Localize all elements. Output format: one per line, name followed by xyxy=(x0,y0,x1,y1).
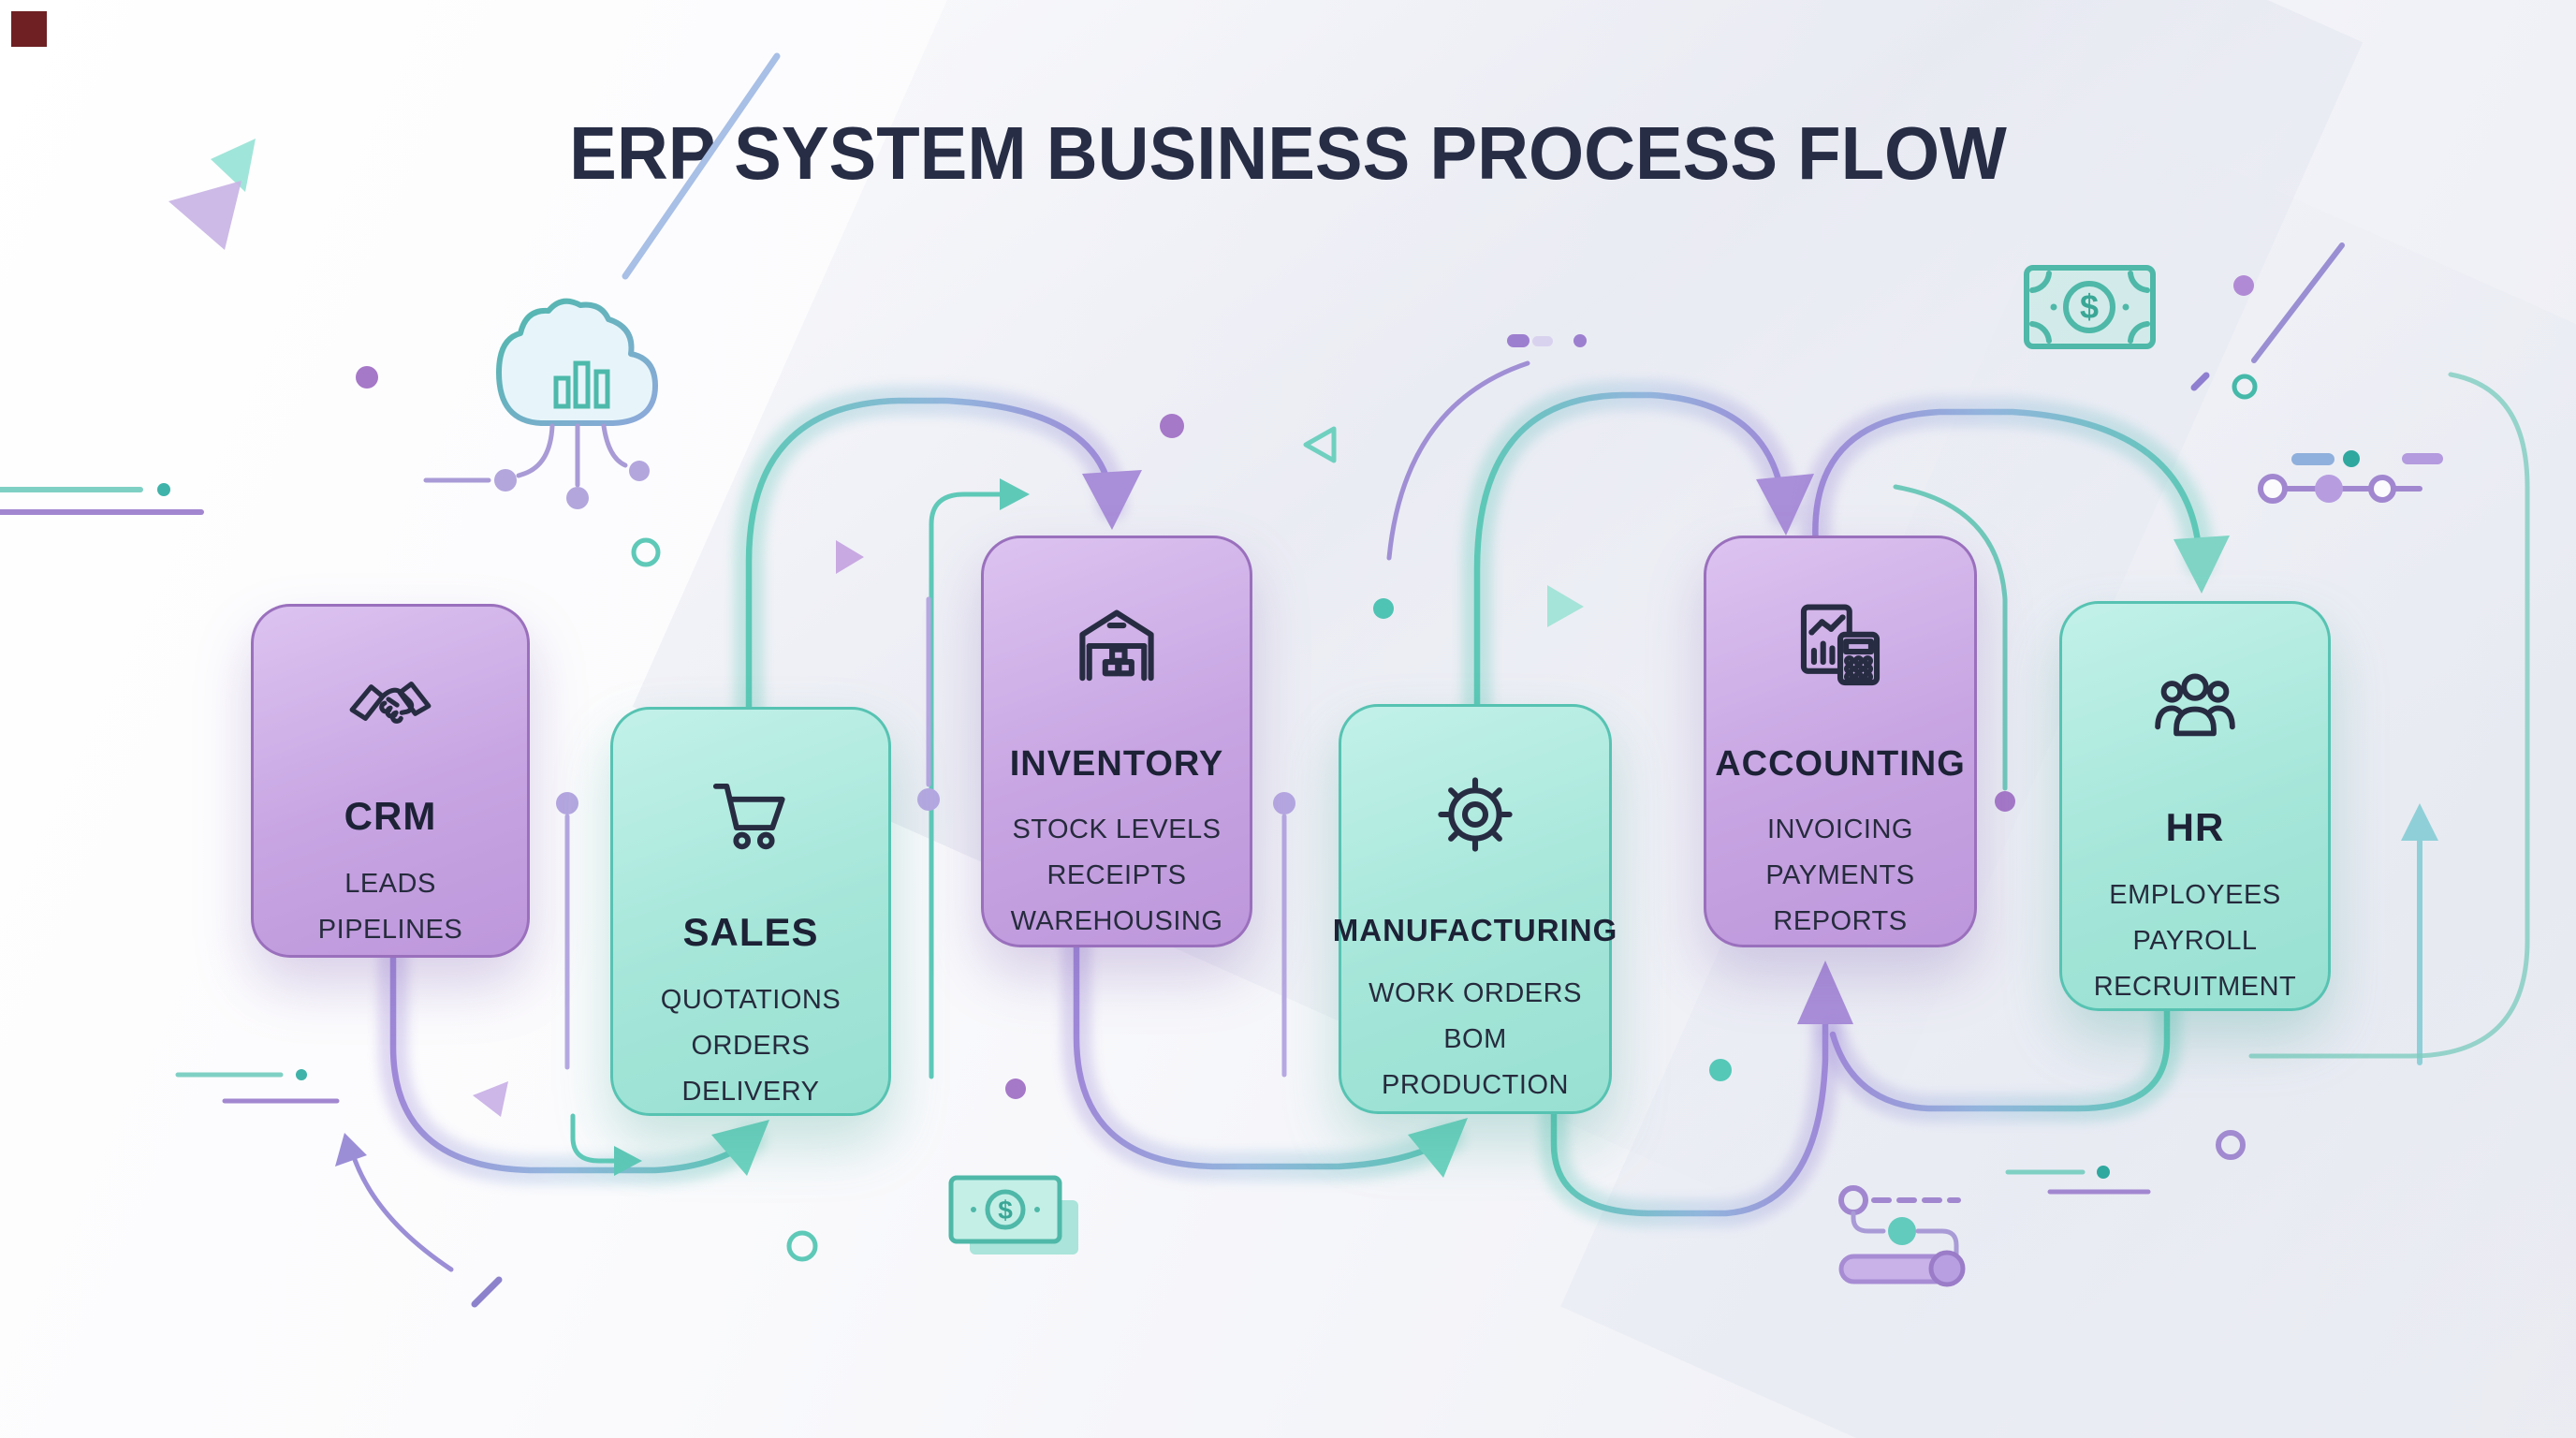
card-sales: SALES QUOTATIONS ORDERS DELIVERY xyxy=(610,707,891,1116)
card-item: REPORTS xyxy=(1773,905,1908,936)
dollar-symbol: $ xyxy=(998,1196,1013,1225)
timeline-widget xyxy=(2258,450,2443,504)
card-accounting: ACCOUNTING INVOICING PAYMENTS REPORTS xyxy=(1704,536,1977,947)
warehouse-icon xyxy=(1079,609,1154,682)
card-items: INVOICING PAYMENTS REPORTS xyxy=(1765,809,1914,943)
people-icon xyxy=(2155,673,2235,737)
card-item: ORDERS xyxy=(691,1031,811,1062)
card-items: LEADS PIPELINES xyxy=(318,863,462,955)
page-title: ERP SYSTEM BUSINESS PROCESS FLOW xyxy=(569,111,2007,195)
money-bill-icon-bottom: $ xyxy=(948,1175,1078,1255)
card-inventory: INVENTORY STOCK LEVELS RECEIPTS WAREHOUS… xyxy=(981,536,1252,947)
card-item: PAYROLL xyxy=(2132,926,2258,957)
card-item: EMPLOYEES xyxy=(2109,880,2281,911)
card-title: ACCOUNTING xyxy=(1715,744,1966,784)
card-title: CRM xyxy=(344,794,437,839)
card-manufacturing: MANUFACTURING WORK ORDERS BOM PRODUCTION xyxy=(1333,704,1617,1114)
card-items: STOCK LEVELS RECEIPTS WAREHOUSING xyxy=(1011,809,1223,943)
cloud-analytics-icon xyxy=(423,298,658,509)
card-item: PIPELINES xyxy=(317,915,463,946)
card-item: WAREHOUSING xyxy=(1010,905,1223,936)
card-item: BOM xyxy=(1443,1023,1507,1054)
card-item: STOCK LEVELS xyxy=(1012,814,1222,844)
card-crm: CRM LEADS PIPELINES xyxy=(251,604,530,958)
card-item: PAYMENTS xyxy=(1765,859,1915,890)
arrowhead xyxy=(1082,470,1142,530)
thin-arrow-bottom-left xyxy=(335,1133,454,1272)
corner-mark xyxy=(11,11,47,47)
card-items: EMPLOYEES PAYROLL RECRUITMENT xyxy=(2094,874,2297,1008)
cart-icon xyxy=(712,783,785,850)
gear-icon xyxy=(1438,777,1513,852)
dollar-symbol: $ xyxy=(2080,287,2099,326)
card-item: INVOICING xyxy=(1767,814,1913,844)
card-hr: HR EMPLOYEES PAYROLL RECRUITMENT xyxy=(2059,601,2331,1011)
card-title: SALES xyxy=(682,910,819,955)
card-item: LEADS xyxy=(344,869,436,900)
mini-flow-widget xyxy=(1838,1185,1966,1287)
card-items: WORK ORDERS BOM PRODUCTION xyxy=(1368,973,1582,1107)
card-items: QUOTATIONS ORDERS DELIVERY xyxy=(661,979,841,1113)
card-item: PRODUCTION xyxy=(1382,1069,1569,1100)
card-title: INVENTORY xyxy=(1009,744,1224,784)
thin-loop-right-edge xyxy=(2248,372,2530,1059)
card-item: RECRUITMENT xyxy=(2093,972,2297,1003)
card-title: HR xyxy=(2165,805,2225,850)
thin-arrow-up-right-of-hr xyxy=(2401,803,2438,1065)
thin-arrow-under-sales xyxy=(570,1113,642,1176)
card-item: QUOTATIONS xyxy=(660,985,842,1016)
arrowhead xyxy=(1797,961,1853,1024)
card-item: RECEIPTS xyxy=(1046,859,1187,890)
arrowhead xyxy=(2174,536,2230,594)
handshake-icon xyxy=(349,682,432,724)
card-item: WORK ORDERS xyxy=(1368,978,1582,1008)
card-title: MANUFACTURING xyxy=(1332,913,1618,947)
card-item: DELIVERY xyxy=(681,1077,820,1108)
chart-calculator-icon xyxy=(1800,604,1881,686)
money-bill-icon-top: $ xyxy=(2024,265,2156,349)
